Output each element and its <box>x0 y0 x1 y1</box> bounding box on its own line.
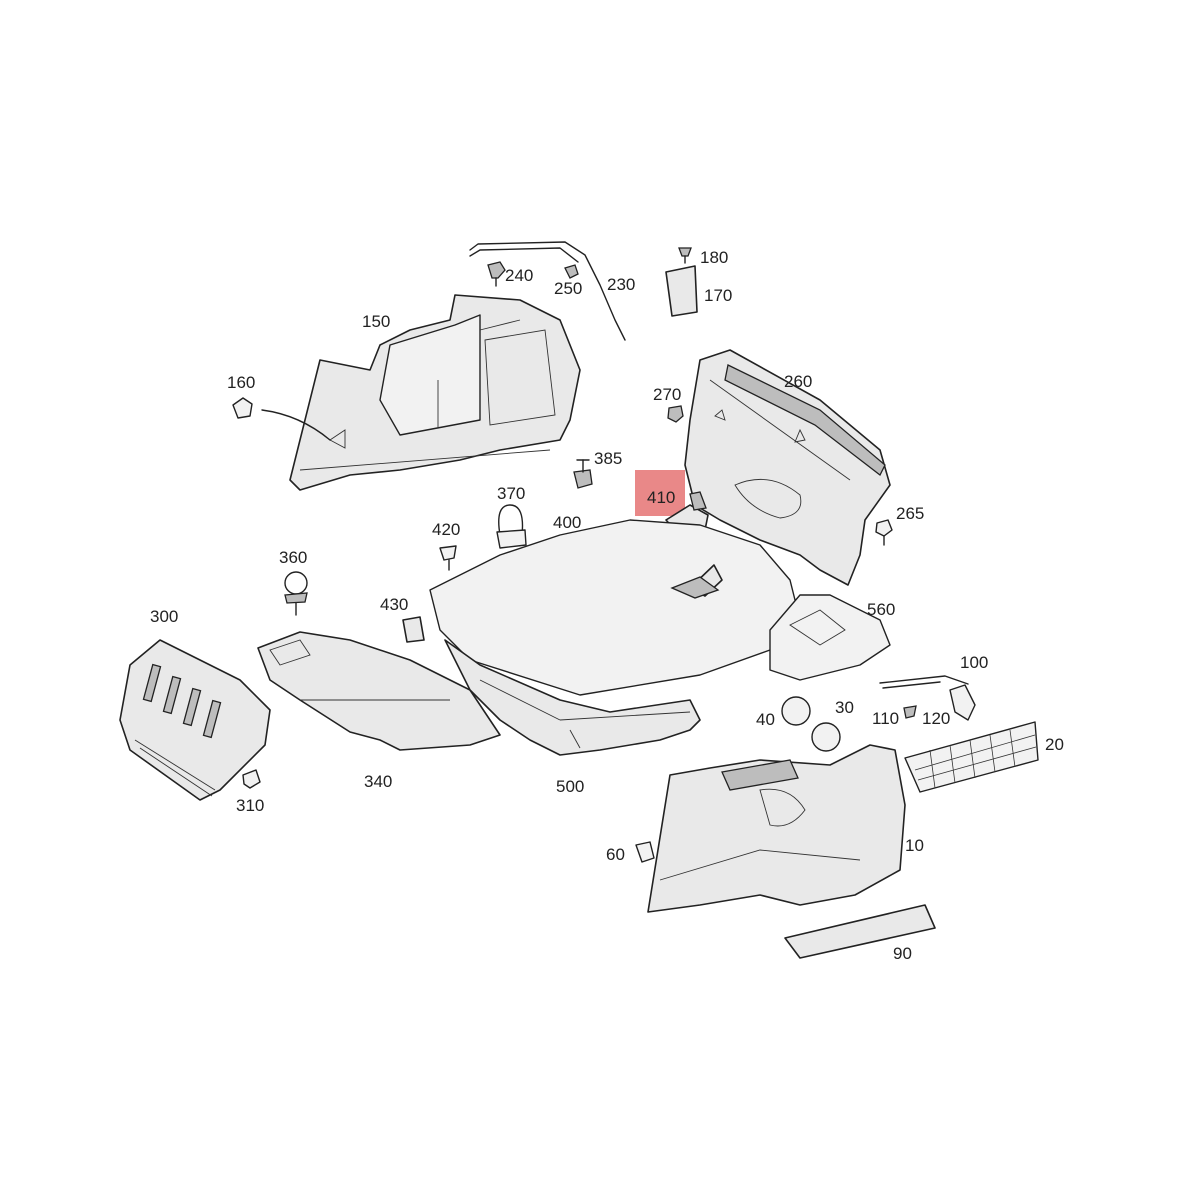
part-30-disc[interactable] <box>811 722 841 752</box>
callout-30: 30 <box>835 698 854 717</box>
part-420-clip[interactable] <box>439 545 457 571</box>
callout-240: 240 <box>505 266 533 285</box>
part-240-clip[interactable] <box>487 261 506 287</box>
part-90-panel[interactable] <box>784 904 936 959</box>
callout-100: 100 <box>960 653 988 672</box>
callout-110: 110 <box>872 709 899 728</box>
callout-340: 340 <box>364 772 392 791</box>
part-340-floor-board[interactable] <box>257 631 501 751</box>
part-160-clip[interactable] <box>232 397 331 441</box>
callout-230: 230 <box>607 275 635 294</box>
part-60-clip[interactable] <box>635 841 655 863</box>
callout-270: 270 <box>653 385 681 404</box>
callout-250: 250 <box>554 279 582 298</box>
callout-20: 20 <box>1045 735 1064 754</box>
part-260-rear-panel-trim[interactable] <box>684 349 891 586</box>
callout-60: 60 <box>606 845 625 864</box>
part-310-clip[interactable] <box>242 769 261 789</box>
callout-180: 180 <box>700 248 728 267</box>
part-250-clip[interactable] <box>564 264 579 279</box>
part-100-trim-strip[interactable] <box>879 675 969 689</box>
callout-400: 400 <box>553 513 581 532</box>
highlight-box-410 <box>635 470 685 516</box>
part-270-clip[interactable] <box>667 405 684 423</box>
part-120-handle[interactable] <box>949 684 976 721</box>
part-40-disc[interactable] <box>781 696 811 726</box>
part-400-floor-cover[interactable] <box>429 519 801 696</box>
part-10-right-side-trim[interactable] <box>647 744 906 913</box>
callout-120: 120 <box>922 709 950 728</box>
callout-160: 160 <box>227 373 255 392</box>
callout-300: 300 <box>150 607 178 626</box>
part-180-clip[interactable] <box>678 247 692 264</box>
part-300-panel[interactable] <box>119 639 271 801</box>
callout-10: 10 <box>905 836 924 855</box>
callout-420: 420 <box>432 520 460 539</box>
callout-430: 430 <box>380 595 408 614</box>
part-360-eye-bolt[interactable] <box>284 571 308 616</box>
callout-90: 90 <box>893 944 912 963</box>
part-230-strip[interactable] <box>469 241 626 341</box>
part-265-clip[interactable] <box>875 519 893 546</box>
callout-500: 500 <box>556 777 584 796</box>
part-20-net[interactable] <box>904 721 1039 793</box>
callout-410: 410 <box>647 488 675 507</box>
part-500-tub[interactable] <box>444 639 701 756</box>
callout-170: 170 <box>704 286 732 305</box>
part-170-cover-plate[interactable] <box>665 265 698 317</box>
callout-560: 560 <box>867 600 895 619</box>
part-430-block[interactable] <box>402 616 425 643</box>
callout-40: 40 <box>756 710 775 729</box>
part-110-clip[interactable] <box>903 705 917 719</box>
part-385-hook[interactable] <box>573 459 593 489</box>
callout-265: 265 <box>896 504 924 523</box>
part-370-lashing-eye[interactable] <box>496 504 527 549</box>
callout-360: 360 <box>279 548 307 567</box>
callout-370: 370 <box>497 484 525 503</box>
callout-310: 310 <box>236 796 264 815</box>
callout-150: 150 <box>362 312 390 331</box>
part-560-side-box[interactable] <box>769 594 891 681</box>
part-150-left-side-trim[interactable] <box>289 294 581 491</box>
callout-260: 260 <box>784 372 812 391</box>
callout-385: 385 <box>594 449 622 468</box>
